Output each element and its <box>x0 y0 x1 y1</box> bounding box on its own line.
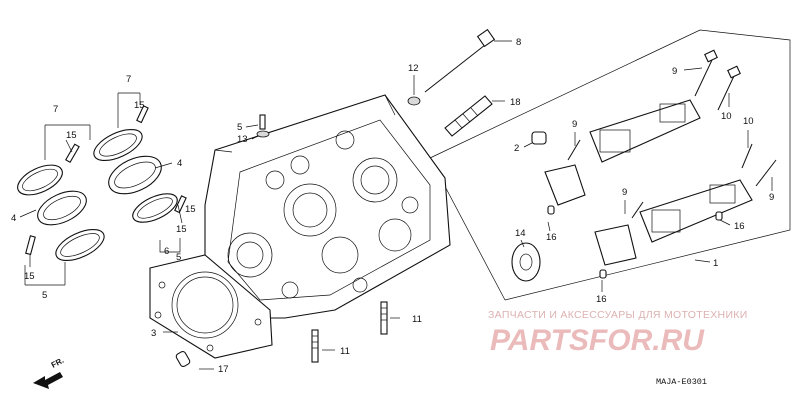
rocker-bracket-left <box>544 164 586 206</box>
callout-13: 13 <box>237 134 248 145</box>
callout-16: 16 <box>734 221 745 232</box>
guide-wheel <box>511 242 541 282</box>
callout-1: 1 <box>713 258 718 269</box>
spark-plug <box>444 95 493 137</box>
front-direction-label: FR. <box>50 356 66 370</box>
callout-5: 5 <box>42 290 47 301</box>
dowel-pin <box>175 350 191 368</box>
small-bolt <box>256 114 270 138</box>
callout-7: 7 <box>53 104 58 115</box>
callout-8: 8 <box>516 37 521 48</box>
callout-10: 10 <box>721 111 732 122</box>
callout-17: 17 <box>218 364 229 375</box>
rocker-bracket-right <box>594 224 637 266</box>
sealing-washer <box>407 96 421 106</box>
callout-4: 4 <box>11 213 16 224</box>
callout-15: 15 <box>185 204 196 215</box>
callout-3: 3 <box>151 328 156 339</box>
front-arrow: FR. <box>33 356 65 389</box>
callout-9: 9 <box>622 187 627 198</box>
leader-lines <box>19 40 773 370</box>
diagram-code: MAJA-E0301 <box>656 377 707 387</box>
callout-2: 2 <box>514 143 519 154</box>
callout-11: 11 <box>412 314 422 325</box>
callout-9: 9 <box>672 66 677 77</box>
camshaft-holder-lower <box>639 179 753 243</box>
watermark: ЗАПЧАСТИ И АКСЕССУАРЫ ДЛЯ МОТОТЕХНИКИ PA… <box>488 309 748 357</box>
callout-15: 15 <box>176 224 187 235</box>
callout-10: 10 <box>743 116 754 127</box>
callout-6: 6 <box>164 246 169 257</box>
callout-11: 11 <box>340 346 350 357</box>
callout-4: 4 <box>177 158 182 169</box>
dowel-pins-16 <box>547 205 723 279</box>
watermark-tagline: ЗАПЧАСТИ И АКСЕССУАРЫ ДЛЯ МОТОТЕХНИКИ <box>488 309 748 321</box>
insulator-joint-middle <box>93 105 187 223</box>
callout-14: 14 <box>515 228 526 239</box>
holder-bolts <box>567 49 777 219</box>
callout-labels: 7 15 4 15 5 7 15 4 15 15 6 5 5 13 3 17 1… <box>11 37 774 375</box>
head-gasket <box>149 254 273 359</box>
callout-15: 15 <box>24 271 35 282</box>
camshaft-holder-upper <box>589 99 701 163</box>
callout-16: 16 <box>546 232 557 243</box>
collar <box>531 131 547 145</box>
callout-5: 5 <box>237 122 242 133</box>
callout-9: 9 <box>769 192 774 203</box>
stud-bolts <box>311 301 388 363</box>
callout-18: 18 <box>510 97 521 108</box>
callout-15: 15 <box>66 130 77 141</box>
callout-16: 16 <box>596 294 607 305</box>
callout-7: 7 <box>126 74 131 85</box>
callout-15: 15 <box>134 100 145 111</box>
callout-12: 12 <box>408 63 419 74</box>
cylinder-head <box>204 94 451 319</box>
insulator-joint-left <box>17 143 105 262</box>
long-bolt <box>424 28 496 93</box>
callout-5: 5 <box>176 252 181 263</box>
watermark-logo: PARTSFOR.RU <box>490 324 705 357</box>
callout-9: 9 <box>572 119 577 130</box>
